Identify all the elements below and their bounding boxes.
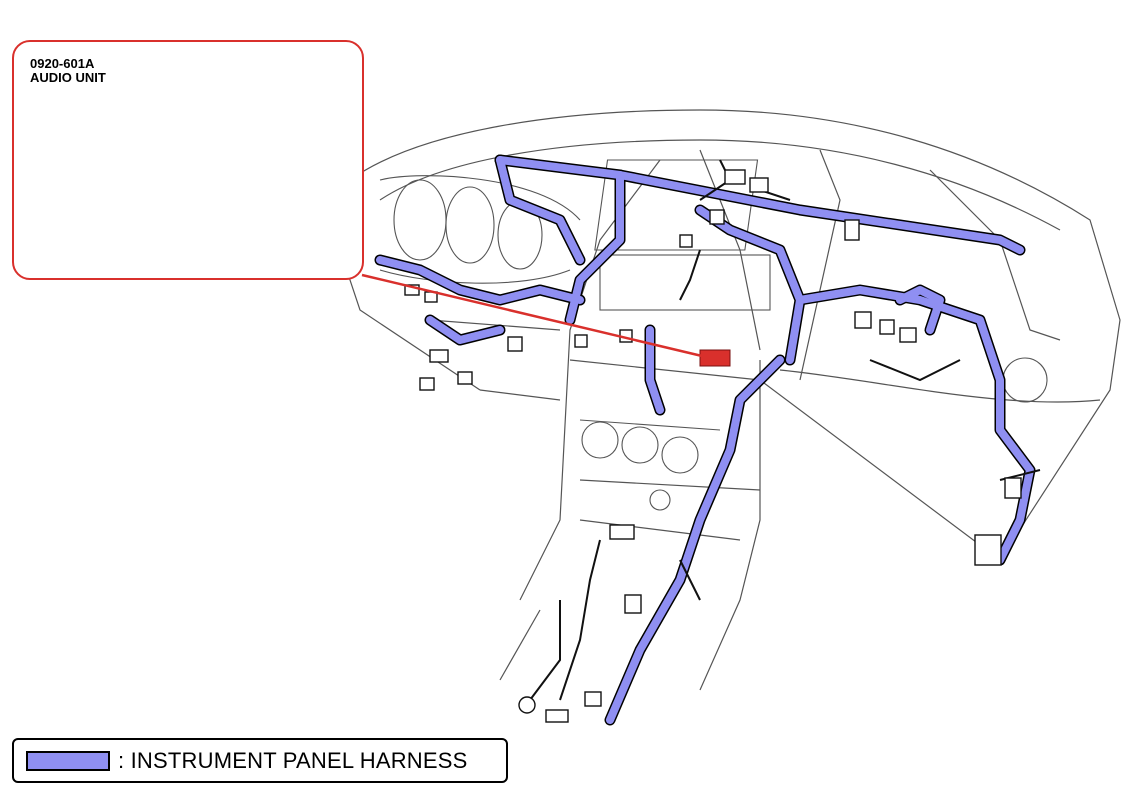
branch-wires — [529, 159, 1041, 701]
instrument-panel-harness — [374, 154, 1036, 726]
connector-code: 0920-601A — [30, 56, 95, 71]
legend: : INSTRUMENT PANEL HARNESS — [12, 738, 508, 783]
leader-line — [361, 273, 703, 358]
legend-label: : INSTRUMENT PANEL HARNESS — [118, 748, 468, 773]
instrument-panel-harness-fill — [376, 156, 1034, 724]
connector-title: AUDIO UNIT — [30, 70, 106, 85]
connector-inset: 0920-601A AUDIO UNIT — [12, 40, 364, 280]
audio-unit-connector — [699, 349, 731, 367]
connectors — [404, 169, 1022, 723]
dashboard-outline — [339, 109, 1121, 691]
legend-swatch — [26, 751, 110, 771]
